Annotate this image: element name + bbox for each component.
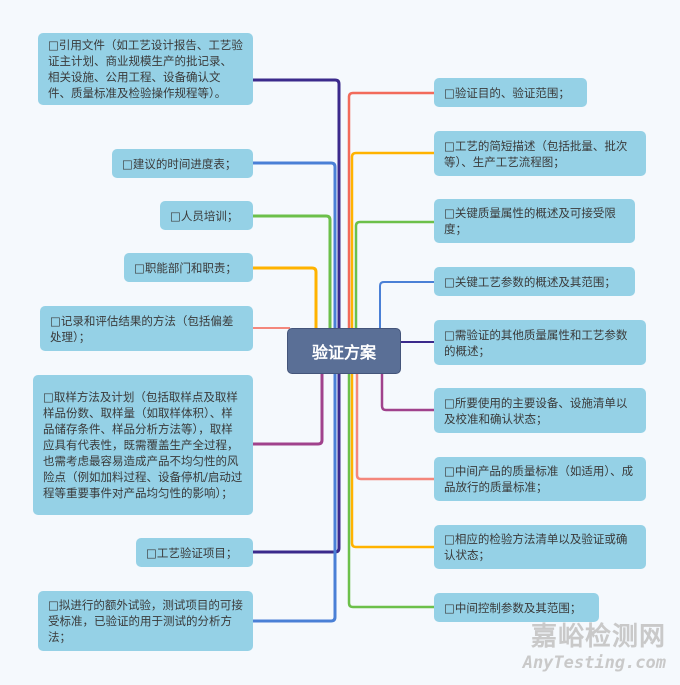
right-node-cqa[interactable]: □关键质量属性的概述及可接受限度； (434, 199, 635, 243)
right-node-equipment-list[interactable]: □所要使用的主要设备、设施清单以及校准和确认状态； (434, 388, 646, 433)
left-node-schedule[interactable]: □建议的时间进度表； (112, 149, 253, 178)
right-node-quality-standards[interactable]: □中间产品的质量标准（如适用）、成品放行的质量标准； (434, 457, 646, 501)
left-node-record-evaluation[interactable]: □记录和评估结果的方法（包括偏差处理）； (40, 306, 253, 351)
left-node-additional-tests[interactable]: □拟进行的额外试验，测试项目的可接受标准，已验证的用于测试的分析方法； (38, 591, 253, 651)
right-node-purpose-scope[interactable]: □验证目的、验证范围； (434, 78, 587, 107)
right-node-ipc-parameters[interactable]: □中间控制参数及其范围； (434, 593, 599, 622)
watermark-cn: 嘉峪检测网 (530, 622, 666, 652)
watermark: 嘉峪检测网 AnyTesting.com (523, 616, 666, 673)
connector-right-7 (355, 372, 434, 481)
left-node-validation-items[interactable]: □工艺验证项目； (136, 538, 253, 567)
connector-left-3 (253, 214, 332, 330)
left-node-sampling-plan[interactable]: □取样方法及计划（包括取样点及取样样品份数、取样量（如取样体积）、样品储存条件、… (33, 375, 253, 515)
right-node-test-methods[interactable]: □相应的检验方法清单以及验证或确认状态； (434, 525, 646, 569)
right-node-cpp[interactable]: □关键工艺参数的概述及其范围； (434, 267, 635, 296)
connector-left-1 (253, 78, 341, 554)
connector-right-6 (380, 372, 434, 412)
central-topic[interactable]: 验证方案 (287, 328, 401, 374)
left-node-reference-documents[interactable]: □引用文件（如工艺设计报告、工艺验证主计划、商业规模生产的批记录、相关设施、公用… (38, 33, 253, 105)
connector-right-1 (347, 91, 434, 330)
left-node-responsibilities[interactable]: □职能部门和职责； (124, 253, 253, 282)
connector-right-4 (379, 281, 434, 330)
connector-left-2 (253, 161, 337, 623)
connector-left-4 (253, 266, 318, 330)
connector-right-3 (347, 220, 434, 609)
left-node-training[interactable]: □人员培训； (160, 201, 253, 230)
right-node-other-attributes[interactable]: □需验证的其他质量属性和工艺参数的概述； (434, 320, 646, 365)
right-node-process-description[interactable]: □工艺的简短描述（包括批量、批次等）、生产工艺流程图； (434, 131, 646, 176)
watermark-en: AnyTesting.com (522, 653, 666, 673)
connector-left-6 (253, 372, 324, 446)
